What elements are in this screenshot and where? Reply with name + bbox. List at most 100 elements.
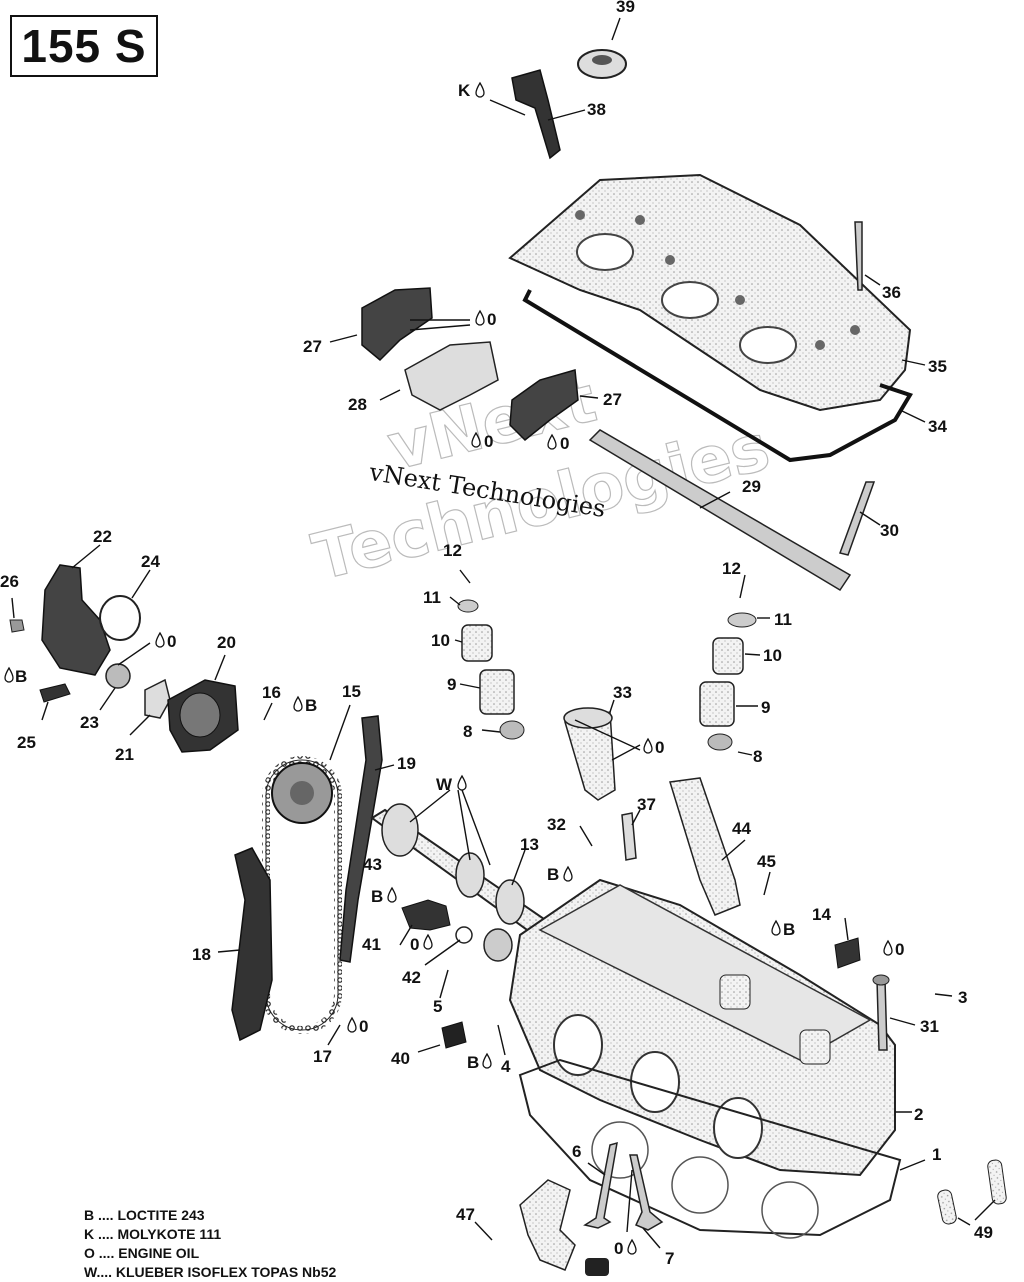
timing-chain xyxy=(262,756,342,1034)
callout-33: 33 xyxy=(613,683,632,702)
callout-15: 15 xyxy=(342,682,361,701)
valve-6 xyxy=(583,1141,618,1229)
callout-16: 16 xyxy=(262,683,281,702)
symbol-o-41: 0 xyxy=(410,935,419,954)
callout-11b: 11 xyxy=(774,610,792,629)
pump-assembly xyxy=(41,564,111,676)
leader-lines xyxy=(11,17,996,1249)
head-gasket xyxy=(518,1058,902,1237)
symbol-o-24: 0 xyxy=(167,632,176,651)
callout-26: 26 xyxy=(0,572,19,591)
callout-labels: 39 38 K 36 35 34 0 27 28 0 27 0 29 30 12… xyxy=(0,0,993,1268)
symbol-o-27b: 0 xyxy=(560,434,569,453)
cylinder-head xyxy=(508,878,896,1177)
callout-30: 30 xyxy=(880,521,899,540)
callout-42: 42 xyxy=(402,968,421,987)
o-ring-24 xyxy=(99,595,141,641)
callout-28: 28 xyxy=(348,395,367,414)
callout-36: 36 xyxy=(882,283,901,302)
callout-14: 14 xyxy=(812,905,831,924)
model-badge-text: 155 S xyxy=(21,20,147,72)
callout-41: 41 xyxy=(362,935,381,954)
callout-11a: 11 xyxy=(423,588,441,607)
callout-43: 43 xyxy=(363,855,382,874)
callout-24: 24 xyxy=(141,552,160,571)
rocker-arm-right xyxy=(509,369,579,442)
symbol-b-4: B xyxy=(467,1053,479,1072)
callout-22: 22 xyxy=(93,527,112,546)
callout-27b: 27 xyxy=(603,390,622,409)
long-bolt xyxy=(839,481,876,556)
symbol-o-14: 0 xyxy=(895,940,904,959)
callout-10a: 10 xyxy=(431,631,450,650)
model-badge: 155 S xyxy=(10,15,158,77)
callout-8b: 8 xyxy=(753,747,762,766)
callout-47: 47 xyxy=(456,1205,475,1224)
callout-4: 4 xyxy=(501,1057,511,1076)
cover-gasket xyxy=(522,289,913,463)
symbol-k: K xyxy=(458,81,471,100)
callout-39: 39 xyxy=(616,0,635,16)
legend-item: W.... KLUEBER ISOFLEX TOPAS Nb52 xyxy=(84,1264,337,1280)
callout-23: 23 xyxy=(80,713,99,732)
callout-27a: 27 xyxy=(303,337,322,356)
dowel-49a xyxy=(987,1159,1007,1205)
valve-cover xyxy=(508,173,912,412)
callout-18: 18 xyxy=(192,945,211,964)
symbol-o-27a: 0 xyxy=(487,310,496,329)
callout-25: 25 xyxy=(17,733,36,752)
callout-32: 32 xyxy=(547,815,566,834)
callout-9a: 9 xyxy=(447,675,456,694)
symbol-o-28: 0 xyxy=(484,432,493,451)
rocker-shaft xyxy=(588,429,852,592)
callout-35: 35 xyxy=(928,357,947,376)
callout-34: 34 xyxy=(928,417,947,436)
sensor-41 xyxy=(401,899,451,931)
legend-item: K .... MOLYKOTE 111 xyxy=(84,1226,222,1242)
callout-38: 38 xyxy=(587,100,606,119)
callout-5: 5 xyxy=(433,997,442,1016)
symbol-b-45: B xyxy=(783,920,795,939)
callout-9b: 9 xyxy=(761,698,770,717)
callout-21: 21 xyxy=(115,745,134,764)
legend-item: O .... ENGINE OIL xyxy=(84,1245,200,1261)
callout-29: 29 xyxy=(742,477,761,496)
chain-guide-18 xyxy=(231,847,273,1042)
clip-14 xyxy=(834,937,861,969)
callout-2: 2 xyxy=(914,1105,923,1124)
symbol-b-16: B xyxy=(305,696,317,715)
rocker-arm-middle xyxy=(404,341,499,411)
callout-49: 49 xyxy=(974,1223,993,1242)
legend-item: B .... LOCTITE 243 xyxy=(84,1207,205,1223)
symbol-w: W xyxy=(436,775,453,794)
sensor-40 xyxy=(441,1021,467,1049)
bracket-44 xyxy=(669,777,741,916)
callout-19: 19 xyxy=(397,754,416,773)
symbol-b-43: B xyxy=(371,887,383,906)
callout-45: 45 xyxy=(757,852,776,871)
symbol-b-26: B xyxy=(15,667,27,686)
callout-31: 31 xyxy=(920,1017,939,1036)
bracket-bottom xyxy=(519,1179,576,1271)
valve-train-left xyxy=(457,599,525,740)
callout-3: 3 xyxy=(958,988,967,1007)
callout-10b: 10 xyxy=(763,646,782,665)
callout-12b: 12 xyxy=(722,559,741,578)
callout-12a: 12 xyxy=(443,541,462,560)
ignition-coil xyxy=(511,69,561,160)
rocker-arm-left xyxy=(361,287,433,362)
symbol-o-33: 0 xyxy=(655,738,664,757)
lubricant-legend: B .... LOCTITE 243 K .... MOLYKOTE 111 O… xyxy=(84,1206,336,1282)
chain-guide-19 xyxy=(339,715,383,963)
callout-6: 6 xyxy=(572,1142,581,1161)
head-bolt xyxy=(876,979,888,1051)
callout-20: 20 xyxy=(217,633,236,652)
symbol-o-6: 0 xyxy=(614,1239,623,1258)
callout-13: 13 xyxy=(520,835,539,854)
symbol-o-17: 0 xyxy=(359,1017,368,1036)
callout-44: 44 xyxy=(732,819,751,838)
callout-17: 17 xyxy=(313,1047,332,1066)
valve-7 xyxy=(629,1154,664,1231)
